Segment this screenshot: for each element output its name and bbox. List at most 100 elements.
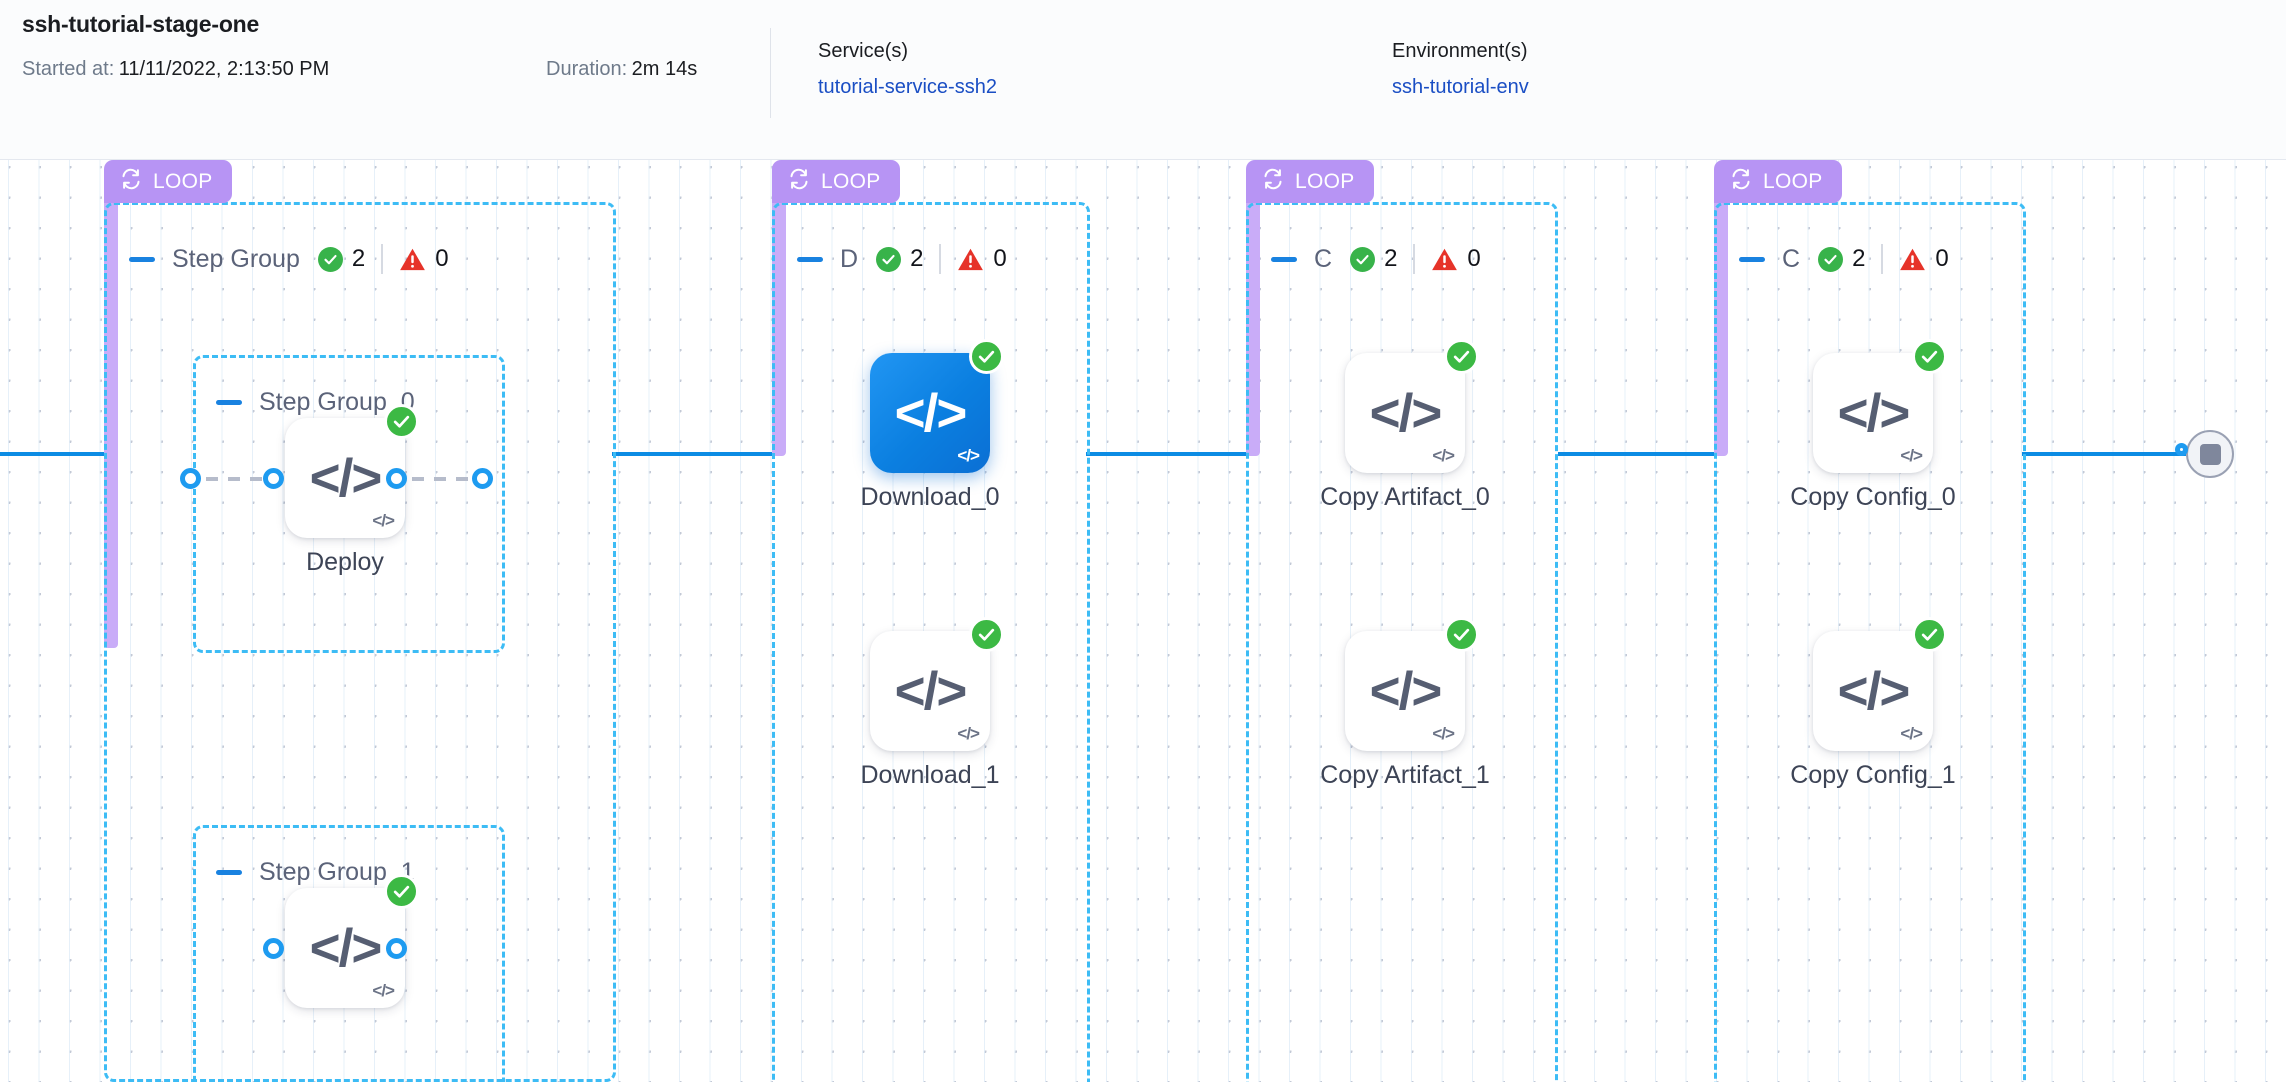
step-node-label: Download_1 xyxy=(860,761,1000,789)
step-node-box[interactable]: </> </> xyxy=(285,874,419,1008)
step-node-copy-config-0: </> </> Copy Config_0 xyxy=(1790,339,1956,511)
collapse-toggle-icon[interactable] xyxy=(1271,256,1297,262)
loop-icon xyxy=(787,167,811,197)
shell-script-icon: </> xyxy=(1432,446,1455,465)
status-badge-success xyxy=(969,339,1004,374)
started-at-value: 11/11/2022, 2:13:50 PM xyxy=(118,58,330,80)
code-icon: </> xyxy=(894,661,968,721)
port-right-inner[interactable] xyxy=(386,938,407,959)
loop-badge-label: LOOP xyxy=(1295,169,1355,193)
collapse-toggle-icon[interactable] xyxy=(1739,256,1765,262)
group-title: Step Group xyxy=(172,244,300,273)
step-node-box[interactable]: </> </> xyxy=(1813,339,1947,473)
shell-script-icon: </> xyxy=(1432,724,1455,743)
code-icon: </> xyxy=(1369,383,1443,443)
environments-block: Environment(s) ssh-tutorial-env xyxy=(1392,40,1529,99)
stop-node-circle[interactable] xyxy=(2186,430,2234,478)
success-count-stat: 2 xyxy=(876,245,923,273)
loop-icon xyxy=(1261,167,1285,197)
loop-badge[interactable]: LOOP xyxy=(1714,160,1842,203)
step-node-deploy: </> </> Deploy xyxy=(285,404,419,576)
status-badge-success xyxy=(1912,339,1947,374)
status-badge-success xyxy=(384,874,419,909)
success-count-value: 2 xyxy=(910,245,924,272)
success-count-value: 2 xyxy=(1384,245,1398,272)
rail-segment-1 xyxy=(612,452,772,456)
check-icon xyxy=(317,246,343,272)
loop-spine xyxy=(1714,196,1728,456)
collapse-toggle-icon[interactable] xyxy=(216,869,242,875)
loop-icon xyxy=(1729,167,1753,197)
inner-group-step-group-0[interactable]: Step Group_0 </> </> Deploy xyxy=(180,355,505,653)
check-icon xyxy=(876,246,902,272)
services-value-link[interactable]: tutorial-service-ssh2 xyxy=(818,76,997,98)
success-count-value: 2 xyxy=(1852,245,1866,272)
port-left-inner[interactable] xyxy=(263,468,284,489)
shell-script-icon: </> xyxy=(957,724,980,743)
dashed-link-left xyxy=(206,477,264,481)
collapse-toggle-icon[interactable] xyxy=(129,256,155,262)
shell-script-icon: </> xyxy=(1900,446,1923,465)
services-label: Service(s) xyxy=(818,40,909,62)
group-box-download[interactable]: D 2 0 </> xyxy=(772,202,1090,1082)
code-icon: </> xyxy=(309,918,383,978)
error-count-stat: 0 xyxy=(957,245,1007,273)
error-count-value: 0 xyxy=(1467,245,1481,272)
step-node-label: Deploy xyxy=(306,548,384,576)
step-node-box[interactable]: </> </> xyxy=(1813,617,1947,751)
pipeline-graph-canvas[interactable]: LOOP Step Group 2 xyxy=(0,160,2286,1082)
stat-divider xyxy=(381,244,384,274)
stop-square-icon xyxy=(2199,443,2221,465)
success-count-value: 2 xyxy=(351,245,366,272)
port-left-inner[interactable] xyxy=(263,938,284,959)
error-count-value: 0 xyxy=(435,245,449,272)
loop-badge[interactable]: LOOP xyxy=(104,160,232,203)
collapse-toggle-icon[interactable] xyxy=(797,256,823,262)
group-title: D xyxy=(840,244,859,273)
port-left-outer[interactable] xyxy=(180,468,201,489)
group-box-copy-config[interactable]: C 2 0 </> xyxy=(1714,202,2026,1082)
rail-segment-3 xyxy=(1558,452,1714,456)
environments-value-link[interactable]: ssh-tutorial-env xyxy=(1392,76,1529,98)
group-header-download: D 2 0 xyxy=(775,233,1007,285)
success-count-stat: 2 xyxy=(317,245,366,273)
step-node-box[interactable]: </> </> xyxy=(870,339,1004,473)
code-icon: </> xyxy=(1837,661,1911,721)
step-node-label: Copy Config_1 xyxy=(1790,761,1956,789)
error-count-stat: 0 xyxy=(1431,245,1481,273)
success-count-stat: 2 xyxy=(1818,245,1865,273)
step-node-box[interactable]: </> </> xyxy=(1345,617,1479,751)
stat-divider xyxy=(1413,244,1416,274)
check-icon xyxy=(1350,246,1376,272)
status-badge-success xyxy=(1444,339,1479,374)
success-count-stat: 2 xyxy=(1350,245,1397,273)
group-title: C xyxy=(1314,244,1333,273)
shell-script-icon: </> xyxy=(1900,724,1923,743)
inner-group-step-group-1[interactable]: Step Group_1 </> </> xyxy=(193,825,505,1082)
group-box-copy-artifact[interactable]: C 2 0 </> xyxy=(1246,202,1558,1082)
group-box-step-group[interactable]: Step Group 2 0 xyxy=(104,202,616,1082)
shell-script-icon: </> xyxy=(372,981,395,1000)
step-node-label: Copy Artifact_0 xyxy=(1320,483,1490,511)
warning-triangle-icon xyxy=(1431,247,1458,272)
step-node-box[interactable]: </> </> xyxy=(870,617,1004,751)
duration-value: 2m 14s xyxy=(631,58,698,80)
step-node-box[interactable]: </> </> xyxy=(285,404,419,538)
status-badge-success xyxy=(384,404,419,439)
collapse-toggle-icon[interactable] xyxy=(216,399,242,405)
port-right-inner[interactable] xyxy=(386,468,407,489)
code-icon: </> xyxy=(1837,383,1911,443)
port-right-outer[interactable] xyxy=(472,468,493,489)
stat-divider xyxy=(1881,244,1884,274)
loop-badge[interactable]: LOOP xyxy=(1246,160,1374,203)
warning-triangle-icon xyxy=(399,247,426,272)
code-icon: </> xyxy=(894,383,968,443)
stop-node[interactable] xyxy=(2175,430,2234,478)
group-header-step-group: Step Group 2 0 xyxy=(107,233,449,285)
page-title: ssh-tutorial-stage-one xyxy=(22,11,260,37)
loop-badge[interactable]: LOOP xyxy=(772,160,900,203)
step-node-copy-artifact-0: </> </> Copy Artifact_0 xyxy=(1320,339,1490,511)
dashed-link-right xyxy=(412,477,472,481)
group-header-copy-artifact: C 2 0 xyxy=(1249,233,1481,285)
step-node-box[interactable]: </> </> xyxy=(1345,339,1479,473)
